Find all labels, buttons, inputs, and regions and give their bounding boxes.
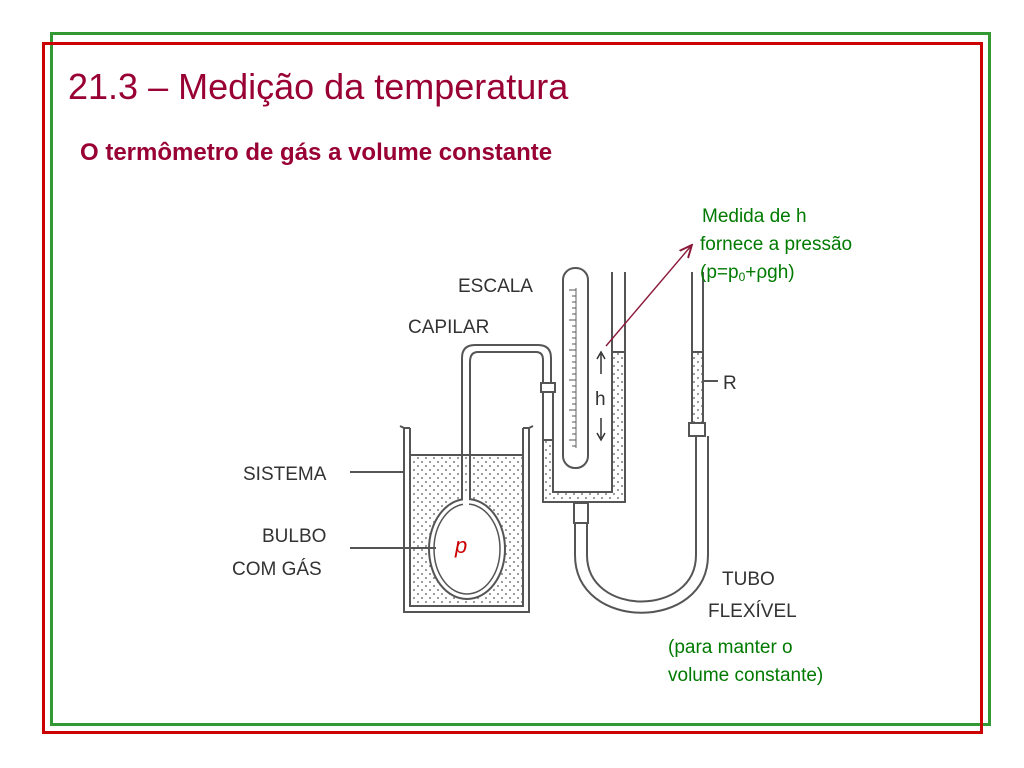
height-indicator: h [595, 350, 606, 442]
label-bulbo: BULBO [262, 526, 326, 547]
label-escala: ESCALA [458, 276, 533, 297]
slide-subtitle: O termômetro de gás a volume constante [80, 139, 553, 166]
capillary-joint [463, 497, 469, 505]
h-label: h [595, 389, 606, 410]
label-sistema: SISTEMA [243, 464, 327, 485]
scale [562, 267, 589, 469]
slide-frame-red [42, 42, 983, 734]
beaker-outer-wall [399, 425, 534, 613]
flexible-tube-outer [574, 436, 709, 614]
manometer [542, 272, 626, 524]
volume-note-line1: (para manter o [668, 637, 793, 658]
formula-suffix: +ρgh) [745, 262, 795, 283]
label-capilar: CAPILAR [408, 317, 489, 338]
label-flexivel: FLEXÍVEL [708, 601, 797, 622]
h-arrowhead-up [596, 350, 606, 360]
label-com-gas: COM GÁS [232, 559, 322, 580]
pressure-formula: (p=p0+ρgh) [700, 262, 795, 284]
pressure-annotation-arrow [605, 246, 691, 347]
capillary-inner-wall [469, 351, 544, 500]
label-r: R [723, 373, 737, 394]
slide-title: 21.3 – Medição da temperatura [68, 66, 569, 107]
pressure-note-line2: fornece a pressão [700, 234, 853, 255]
mercury-bottom [544, 493, 624, 501]
capillary [461, 344, 556, 505]
capillary-coupling [540, 382, 556, 393]
pressure-symbol: p [454, 533, 467, 558]
mercury-right-column [613, 352, 624, 501]
mercury-reservoir-column [693, 352, 702, 424]
scale-ticks [569, 289, 576, 447]
slide-frame-green [50, 32, 991, 726]
formula-subscript: 0 [738, 270, 746, 284]
pressure-note-line1: Medida de h [702, 206, 807, 227]
label-tubo: TUBO [722, 569, 775, 590]
gas-bulb: p [428, 498, 506, 600]
reservoir-tube [688, 272, 718, 437]
volume-note-line2: volume constante) [668, 665, 824, 686]
flexible-tube-inner [586, 436, 697, 603]
formula-prefix: (p=p [700, 262, 739, 283]
capillary-outer-wall [461, 344, 552, 500]
manometer-coupling [573, 502, 589, 524]
manometer-inner-wall [552, 272, 613, 493]
mercury-left-column [544, 440, 552, 501]
beaker-inner-wall [409, 428, 524, 607]
reservoir-coupling [688, 422, 706, 437]
flexible-tube [574, 436, 709, 614]
h-arrowhead-down [596, 432, 606, 442]
